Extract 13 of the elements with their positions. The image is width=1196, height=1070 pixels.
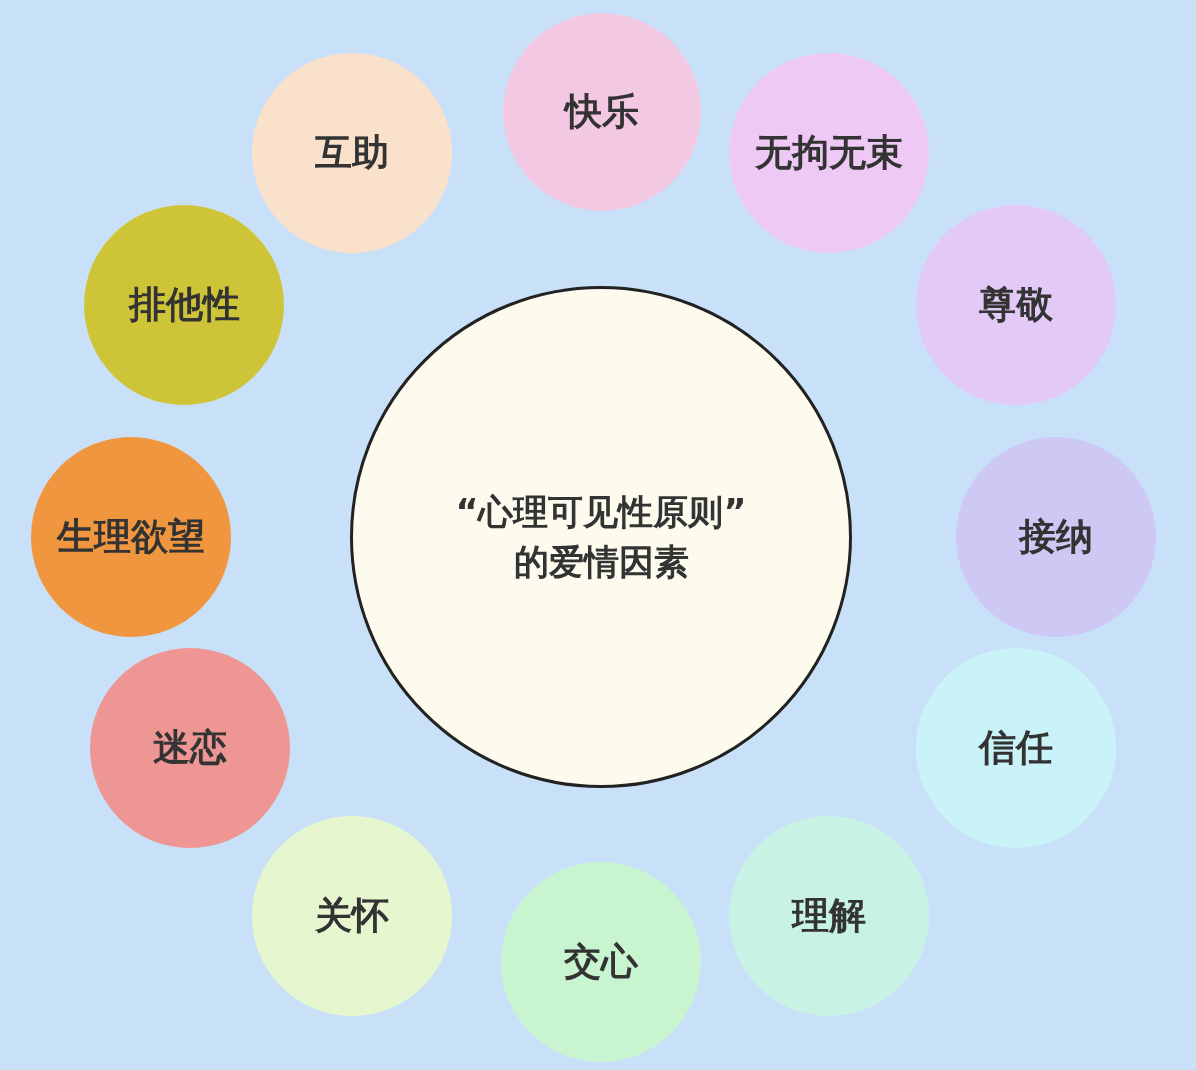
center-circle: “心理可见性原则”的爱情因素 bbox=[350, 286, 852, 788]
topic-bubble: 排他性 bbox=[84, 205, 284, 405]
topic-bubble: 迷恋 bbox=[90, 648, 290, 848]
topic-bubble: 快乐 bbox=[503, 13, 701, 211]
topic-bubble: 尊敬 bbox=[916, 205, 1116, 405]
topic-bubble: 理解 bbox=[729, 816, 929, 1016]
topic-bubble: 无拘无束 bbox=[729, 53, 929, 253]
topic-bubble: 关怀 bbox=[252, 816, 452, 1016]
topic-bubble: 生理欲望 bbox=[31, 437, 231, 637]
topic-bubble: 互助 bbox=[252, 53, 452, 253]
topic-bubble: 交心 bbox=[501, 862, 701, 1062]
topic-bubble: 接纳 bbox=[956, 437, 1156, 637]
topic-bubble: 信任 bbox=[916, 648, 1116, 848]
